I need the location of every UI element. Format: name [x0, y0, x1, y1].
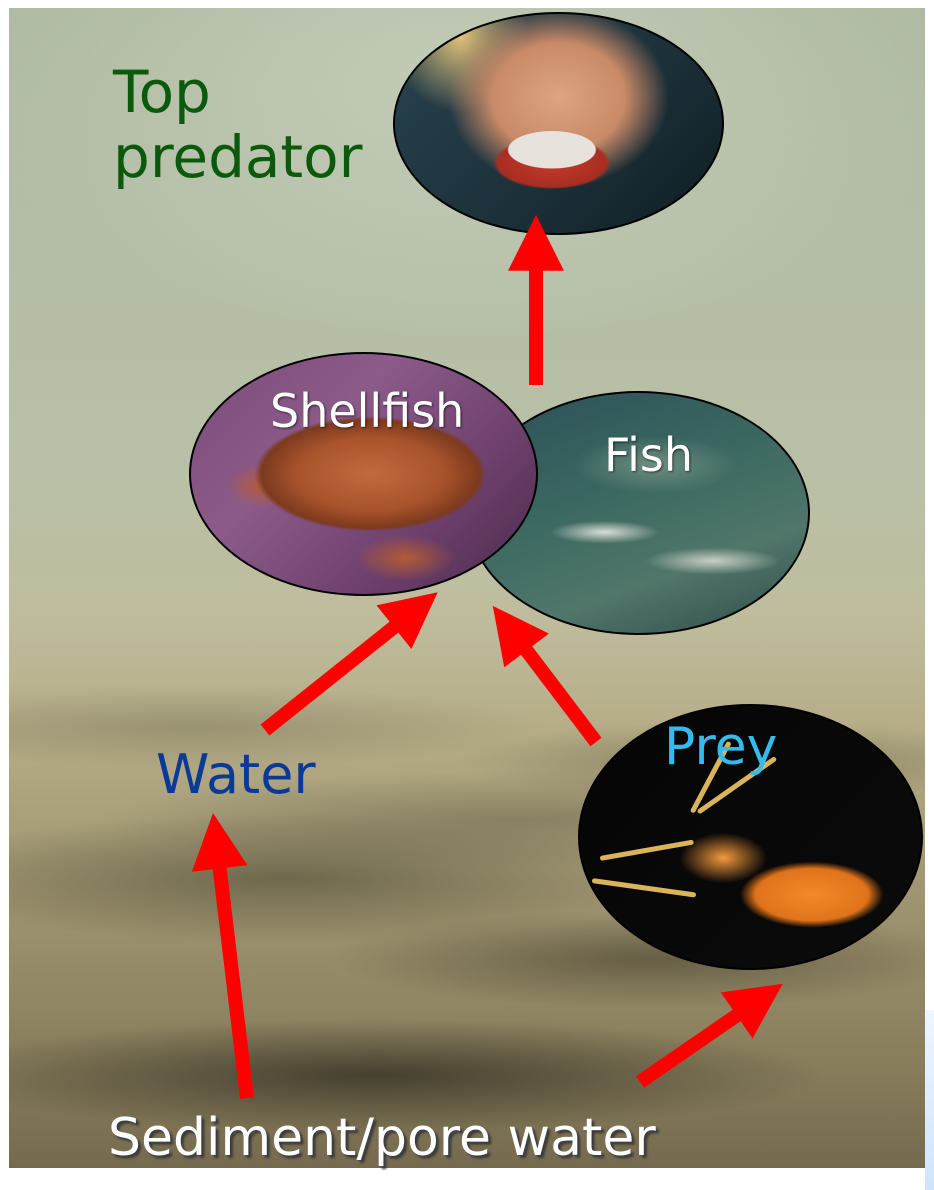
arrow-prey-to-fish — [508, 626, 596, 742]
shellfish-label: Shellfish — [270, 388, 464, 434]
prey-label: Prey — [664, 721, 777, 773]
top-predator-label: Top predator — [113, 60, 403, 190]
arrow-sediment-to-prey — [640, 998, 762, 1082]
water-label: Water — [156, 748, 316, 802]
sediment-label: Sediment/pore water — [108, 1112, 656, 1164]
arrow-sediment-to-water — [216, 838, 247, 1098]
arrow-water-to-shellfish — [265, 608, 418, 730]
fish-label: Fish — [604, 432, 693, 478]
